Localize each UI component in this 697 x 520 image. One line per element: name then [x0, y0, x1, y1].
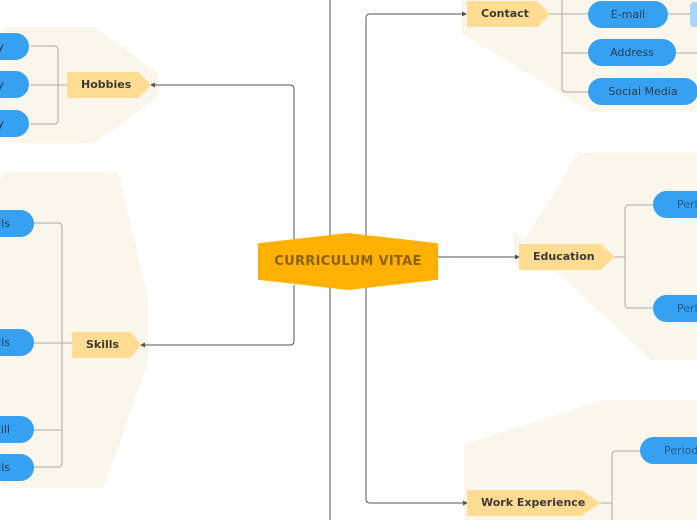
topic-label: Education: [533, 250, 595, 263]
topic-label: Hobbies: [81, 78, 132, 91]
topic-work-experience[interactable]: Work Experience: [467, 490, 601, 516]
contact-social-media[interactable]: Social Media: [588, 78, 697, 105]
skill-item[interactable]: lls: [0, 454, 34, 481]
email-detail-node[interactable]: [690, 2, 697, 27]
contact-address[interactable]: Address: [588, 39, 676, 66]
education-period[interactable]: Peri: [653, 191, 697, 218]
topic-education[interactable]: Education: [519, 244, 615, 270]
skill-item[interactable]: lls: [0, 210, 34, 237]
central-topic-label: CURRICULUM VITAE: [274, 254, 422, 269]
topic-hobbies[interactable]: Hobbies: [67, 72, 151, 98]
hobby-item[interactable]: y: [0, 71, 29, 98]
topic-skills[interactable]: Skills: [72, 332, 141, 358]
topic-contact[interactable]: Contact: [467, 1, 550, 27]
topic-label: Contact: [481, 7, 529, 20]
hobby-item[interactable]: y: [0, 33, 29, 60]
skill-item[interactable]: lls: [0, 329, 34, 356]
work-period[interactable]: Period: [640, 437, 697, 464]
education-period[interactable]: Peri: [653, 295, 697, 322]
topic-label: Skills: [86, 338, 120, 351]
contact-email[interactable]: E-mail: [588, 1, 668, 28]
skill-item[interactable]: kill: [0, 416, 34, 443]
topic-label: Work Experience: [481, 496, 586, 509]
hobby-item[interactable]: y: [0, 110, 29, 137]
central-topic[interactable]: CURRICULUM VITAE: [258, 233, 438, 290]
